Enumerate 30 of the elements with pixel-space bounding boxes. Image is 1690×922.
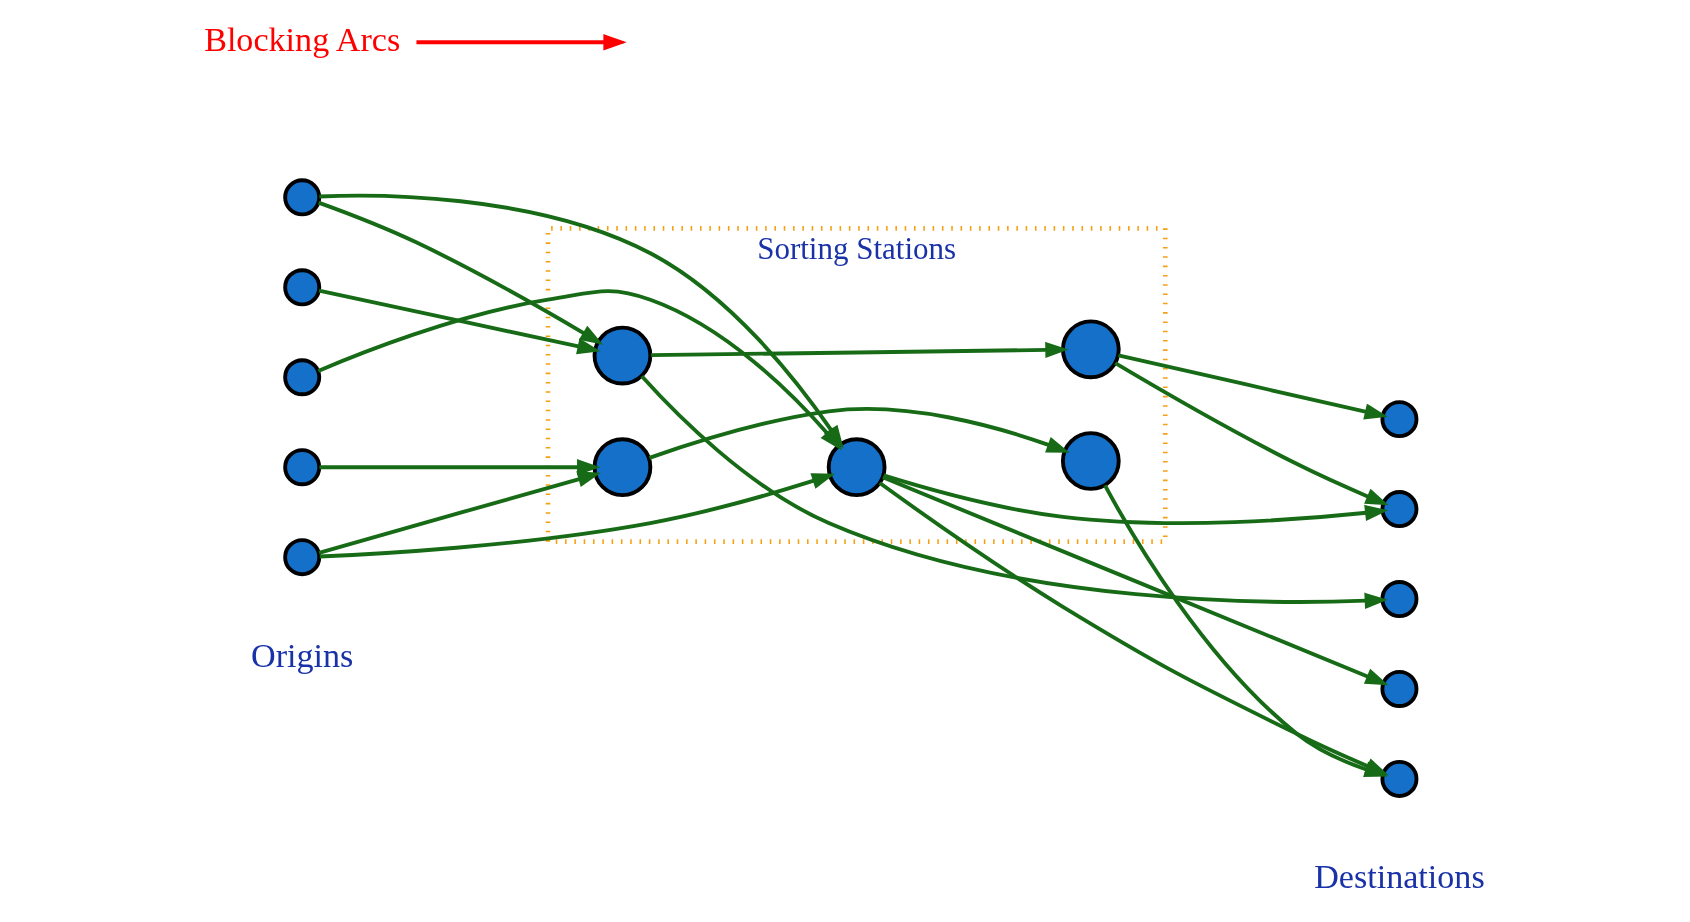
- arrow: [882, 475, 1389, 686]
- arrow: [318, 471, 601, 555]
- node-circle: [1380, 580, 1419, 619]
- node-circle: [1060, 319, 1121, 380]
- node-circle: [826, 437, 887, 498]
- label: Origins: [251, 636, 354, 674]
- node-circle: [1380, 669, 1419, 708]
- node-circle: [1060, 431, 1121, 491]
- node-circle: [1380, 759, 1419, 798]
- label: Destinations: [1314, 858, 1485, 896]
- arrow: [317, 200, 604, 345]
- arrow: [319, 473, 836, 559]
- arrow: [318, 288, 601, 355]
- arrow: [640, 374, 1388, 609]
- node-circle: [283, 538, 322, 577]
- node-text: Blocking Arcs: [204, 20, 401, 58]
- arrow: [1114, 361, 1389, 506]
- cluster: Sorting Stations: [545, 226, 1168, 544]
- arrow: [651, 341, 1069, 359]
- node-circle: [283, 448, 322, 487]
- node-circle: [592, 325, 653, 386]
- node-circle: [283, 268, 322, 307]
- arrow: [648, 407, 1070, 460]
- node-circle: [283, 178, 322, 217]
- node-circle: [592, 437, 653, 498]
- arrow: [883, 473, 1389, 525]
- node-circle: [283, 358, 322, 397]
- node-circle: [1380, 490, 1419, 529]
- arrow: [1118, 353, 1388, 420]
- node-circle: [1380, 400, 1419, 439]
